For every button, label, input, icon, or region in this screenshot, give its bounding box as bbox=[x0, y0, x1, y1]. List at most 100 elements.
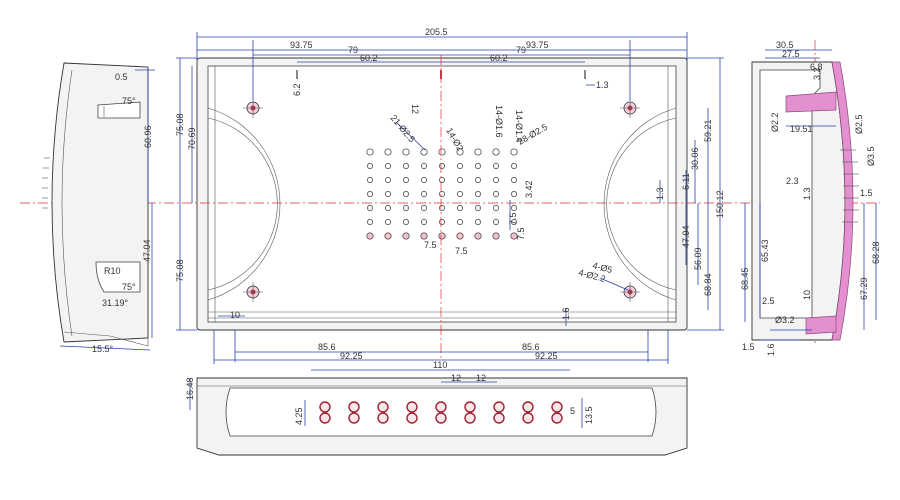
dim-d2-5: Ø2.5 bbox=[854, 114, 864, 134]
vent-hole bbox=[474, 148, 482, 156]
vent-hole bbox=[510, 148, 518, 156]
dim-30-06: 30.06 bbox=[690, 147, 700, 170]
vent-hole bbox=[439, 163, 445, 169]
dim-150-12: 150.12 bbox=[715, 190, 725, 218]
dim-inner-right: 79 bbox=[516, 45, 526, 55]
vent-hole bbox=[493, 177, 499, 183]
dim-47-04: 47.04 bbox=[142, 239, 152, 262]
dim-56-09: 56.09 bbox=[693, 247, 703, 270]
port bbox=[406, 401, 418, 424]
vent-hole bbox=[367, 163, 373, 169]
dim-r10: R10 bbox=[104, 266, 121, 276]
vent-hole bbox=[511, 219, 517, 225]
dim-85-6-right: 85.6 bbox=[522, 342, 540, 352]
dim-75-deg-top: 75° bbox=[122, 96, 136, 106]
vent-hole bbox=[456, 148, 464, 156]
dim-1-5-bottom: 1.5 bbox=[742, 342, 755, 352]
vent-hole bbox=[475, 163, 481, 169]
dim-2-5: 2.5 bbox=[762, 296, 775, 306]
port bbox=[551, 401, 563, 424]
vent-hole bbox=[366, 232, 374, 240]
dim-30-5: 30.5 bbox=[776, 40, 794, 50]
dim-slot-width: 1.3 bbox=[596, 80, 609, 90]
vent-hole bbox=[439, 177, 445, 183]
dim-1-5: 1.5 bbox=[860, 188, 873, 198]
vent-hole bbox=[403, 191, 409, 197]
vent-hole bbox=[402, 148, 410, 156]
dim-6-8: 6.8 bbox=[810, 62, 823, 72]
screw-boss bbox=[243, 98, 263, 118]
dim-slot-left: 60.2 bbox=[360, 53, 378, 63]
vent-hole bbox=[385, 177, 391, 183]
vent-hole bbox=[439, 219, 445, 225]
callout-12: 12 bbox=[410, 104, 420, 114]
dim-5: 5 bbox=[570, 406, 575, 416]
vent-hole bbox=[457, 177, 463, 183]
right-section-view: 30.5 27.5 6.8 3.2 Ø2.2 19.51 Ø2.5 Ø3.5 2… bbox=[740, 40, 881, 356]
dim-12-right: 12 bbox=[476, 373, 486, 383]
callout-7-5-d: 7.5 bbox=[455, 246, 468, 256]
dim-19-51: 19.51 bbox=[790, 124, 813, 134]
dim-0-5: 0.5 bbox=[115, 72, 128, 82]
vent-hole bbox=[421, 163, 427, 169]
dim-31-19-deg: 31.19° bbox=[102, 298, 129, 308]
dim-slot-depth: 6.2 bbox=[292, 83, 302, 96]
dim-75-deg-bottom: 75° bbox=[122, 282, 136, 292]
vent-hole bbox=[457, 219, 463, 225]
vent-hole bbox=[475, 177, 481, 183]
vent-hole bbox=[456, 232, 464, 240]
rear-view: 110 12 12 16.48 4.25 5 13.5 bbox=[185, 360, 688, 456]
callout-14-d1-6: 14-Ø1.6 bbox=[494, 105, 504, 138]
dim-1-3: 1.3 bbox=[802, 187, 812, 200]
vent-hole bbox=[421, 205, 427, 211]
callout-7-5-c: 7.5 bbox=[424, 240, 437, 250]
callout-14-d1-4: 14-Ø1.4 bbox=[514, 110, 524, 143]
dim-92-25-left: 92.25 bbox=[340, 351, 363, 361]
vent-hole bbox=[385, 205, 391, 211]
dim-13-5: 13.5 bbox=[584, 406, 594, 424]
dim-65-43: 65.43 bbox=[760, 239, 770, 262]
dim-d3-5: Ø3.5 bbox=[866, 146, 876, 166]
port bbox=[493, 401, 505, 424]
dim-59-21: 59.21 bbox=[703, 119, 713, 142]
vent-hole bbox=[511, 205, 517, 211]
dim-2-3: 2.3 bbox=[786, 176, 799, 186]
vent-hole-grid bbox=[366, 148, 518, 240]
vent-hole bbox=[493, 219, 499, 225]
vent-hole bbox=[493, 191, 499, 197]
vent-hole bbox=[475, 191, 481, 197]
port bbox=[522, 401, 534, 424]
vent-hole bbox=[439, 191, 445, 197]
vent-hole bbox=[367, 219, 373, 225]
dim-27-5: 27.5 bbox=[782, 49, 800, 59]
vent-hole bbox=[493, 205, 499, 211]
vent-hole bbox=[511, 177, 517, 183]
vent-hole bbox=[420, 148, 428, 156]
left-side-view: 0.5 75° 60.96 47.04 R10 75° 31.19° 15.5° bbox=[42, 62, 155, 354]
dim-68-84: 68.84 bbox=[703, 273, 713, 296]
vent-hole bbox=[367, 177, 373, 183]
left-arc bbox=[207, 107, 281, 301]
dim-d2-2: Ø2.2 bbox=[770, 112, 780, 132]
dim-half-right: 93.75 bbox=[526, 40, 549, 50]
port bbox=[348, 401, 360, 424]
vent-hole bbox=[367, 191, 373, 197]
dim-47-94: 47.94 bbox=[681, 225, 691, 248]
vent-hole bbox=[492, 232, 500, 240]
screw-boss bbox=[243, 282, 263, 302]
callout-7-5-a: 7.5 bbox=[508, 212, 518, 225]
vent-hole bbox=[475, 205, 481, 211]
dim-15-5-deg: 15.5° bbox=[92, 344, 114, 354]
vent-hole bbox=[384, 148, 392, 156]
top-view: 205.5 93.75 93.75 79 79 60.2 60.2 6.2 1.… bbox=[20, 27, 880, 364]
port bbox=[377, 401, 389, 424]
dim-85-6-left: 85.6 bbox=[318, 342, 336, 352]
dim-70-69: 70.69 bbox=[187, 127, 197, 150]
vent-hole bbox=[511, 163, 517, 169]
dim-half-left: 93.75 bbox=[290, 40, 313, 50]
screw-boss bbox=[620, 282, 640, 302]
dim-92-25-right: 92.25 bbox=[535, 351, 558, 361]
dim-4-25: 4.25 bbox=[294, 407, 304, 425]
dim-12-left: 12 bbox=[451, 373, 461, 383]
